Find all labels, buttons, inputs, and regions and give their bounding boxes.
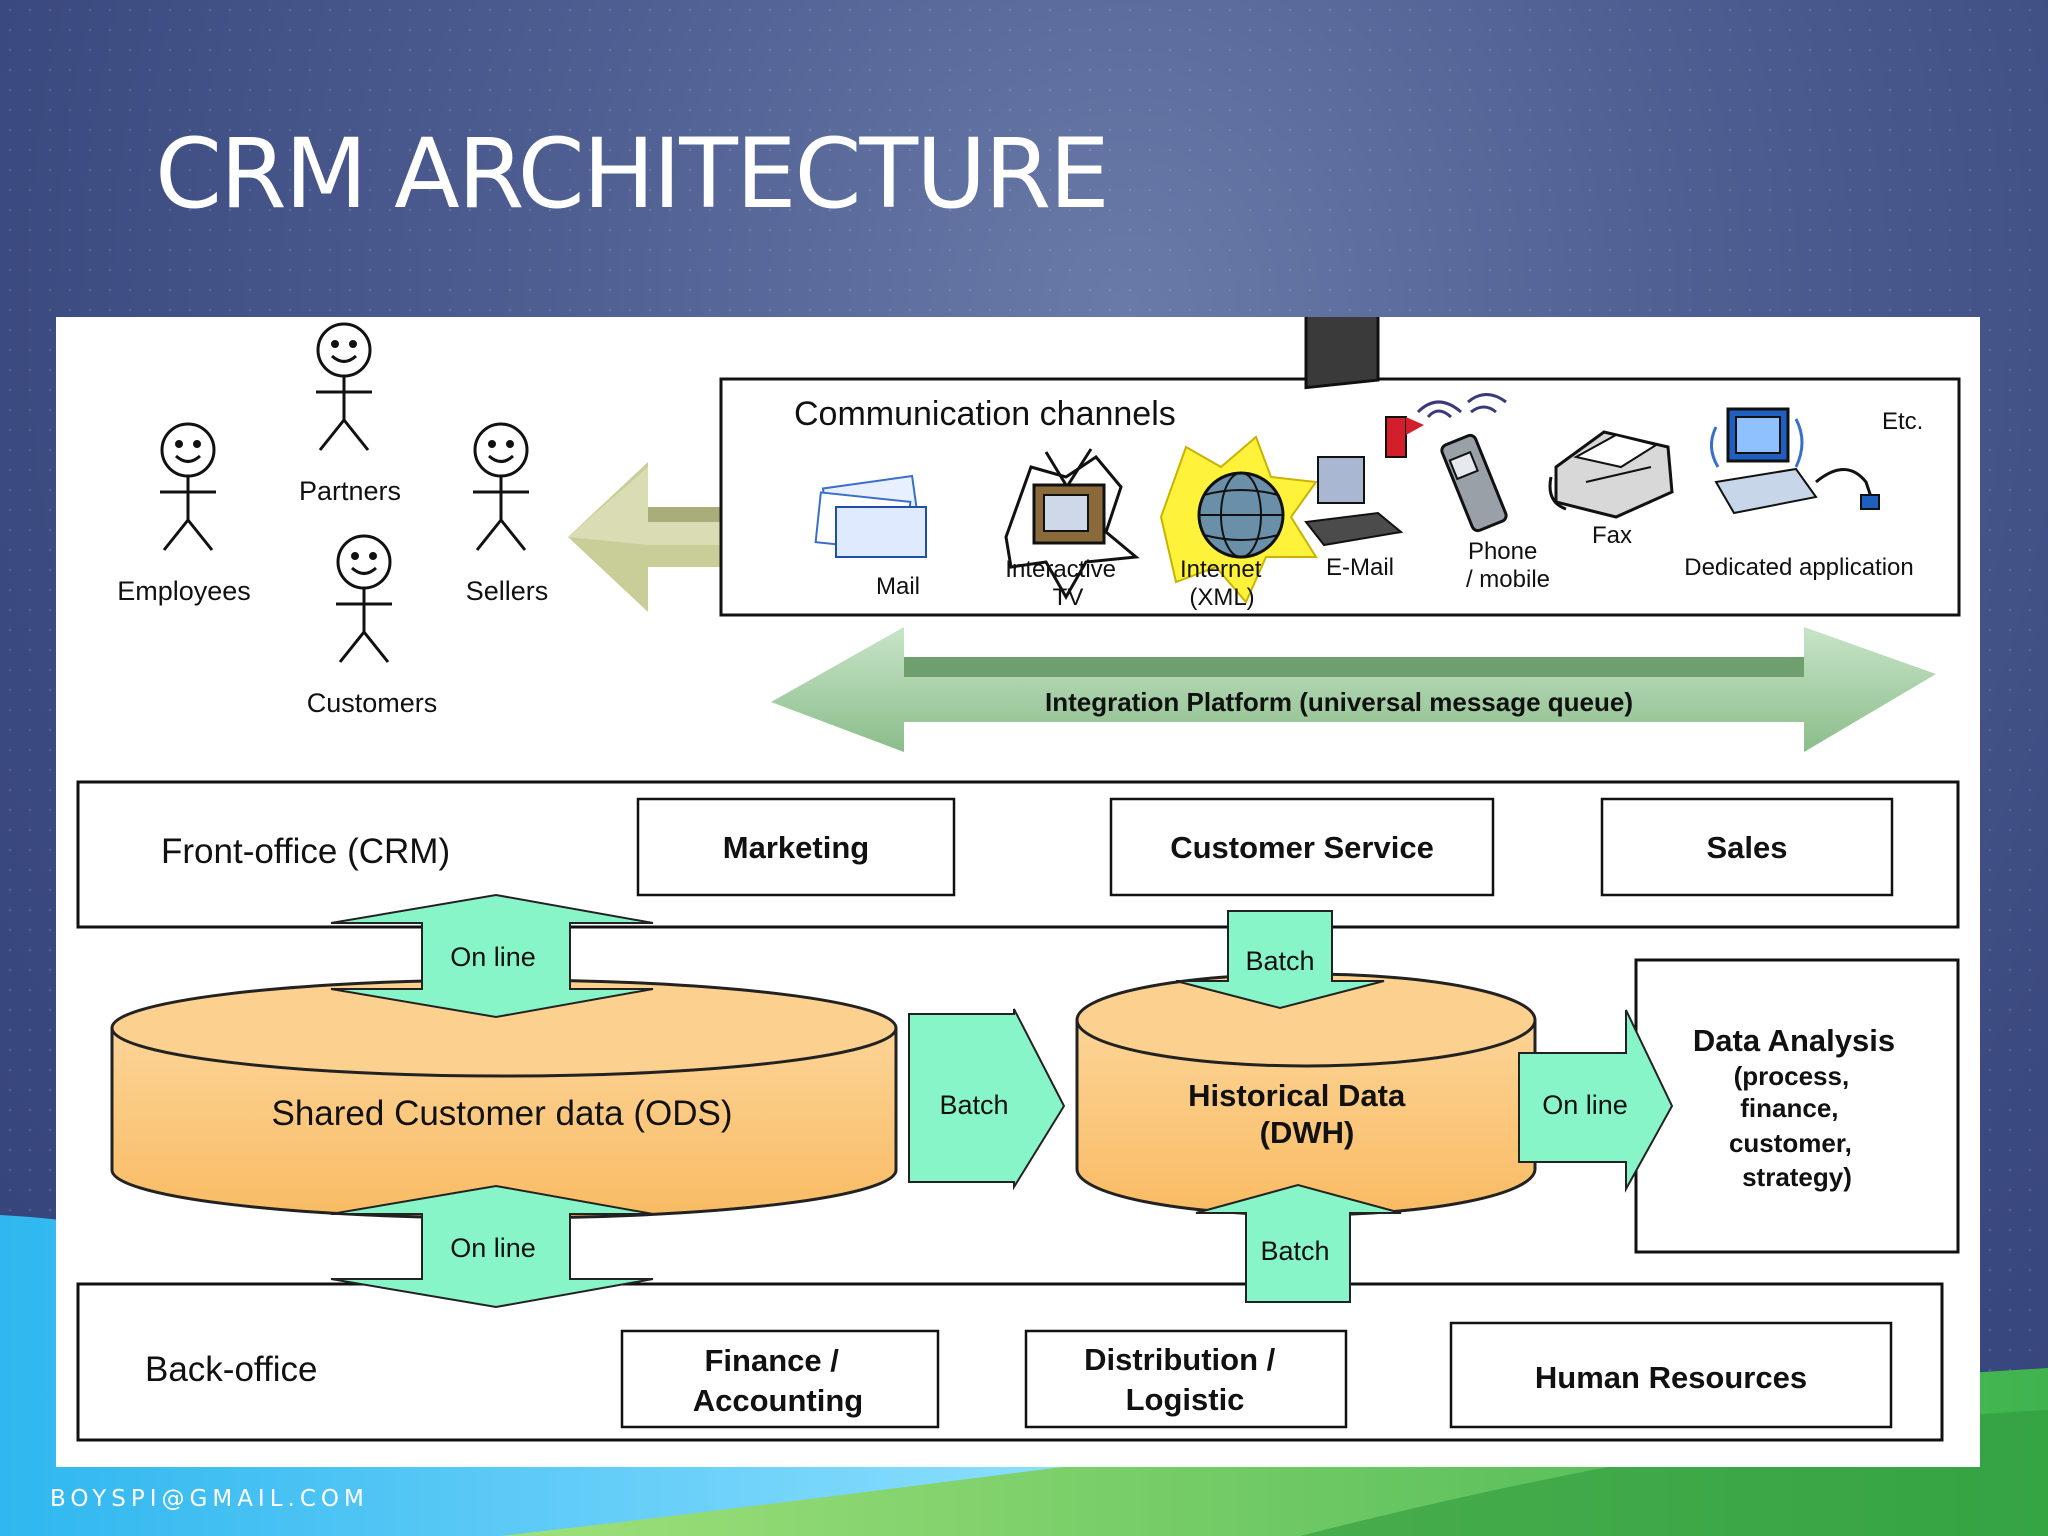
actor-label: Employees xyxy=(117,576,251,606)
slide-title: CRM ARCHITECTURE xyxy=(155,118,1110,230)
flow-label: On line xyxy=(450,1233,536,1263)
stick-figure-icon xyxy=(336,534,392,663)
flow-arrow-ods-front: On line xyxy=(330,893,654,1019)
module-label: Sales xyxy=(1706,830,1787,865)
architecture-diagram: Employees Partners xyxy=(56,298,1980,1467)
module-label: Customer Service xyxy=(1170,830,1434,865)
integration-platform-label: Integration Platform (universal message … xyxy=(1045,687,1633,717)
flow-label: Batch xyxy=(1245,946,1314,976)
flow-label: Batch xyxy=(1260,1236,1329,1266)
module-distribution-logistic: Distribution / Logistic xyxy=(1024,1329,1348,1429)
actor-label: Partners xyxy=(299,476,401,506)
actor-partners: Partners xyxy=(299,322,401,506)
flow-label: On line xyxy=(1542,1090,1628,1120)
tv-icon xyxy=(1004,448,1140,601)
module-sales: Sales xyxy=(1600,797,1894,897)
stick-figure-icon xyxy=(473,422,529,551)
actor-label: Customers xyxy=(307,688,438,718)
actor-sellers: Sellers xyxy=(466,422,549,606)
module-customer-service: Customer Service xyxy=(1109,797,1495,897)
channel-label-fax: Fax xyxy=(1592,522,1632,549)
module-label: Human Resources xyxy=(1535,1360,1807,1395)
dwh-label: Historical Data (DWH) xyxy=(1188,1078,1414,1150)
channel-label-mail: Mail xyxy=(876,573,920,600)
data-analysis-title: Data Analysis xyxy=(1693,1023,1895,1058)
fax-icon xyxy=(1548,430,1674,519)
stick-figure-icon xyxy=(316,322,372,451)
channel-label-email: E-Mail xyxy=(1326,554,1394,581)
flow-arrow-ods-dwh: Batch xyxy=(908,1008,1066,1191)
front-office-label: Front-office (CRM) xyxy=(161,832,450,871)
dwh-cylinder: Historical Data (DWH) xyxy=(1075,972,1537,1217)
workstation-icon xyxy=(1710,407,1880,515)
flow-arrow-front-dwh: Batch xyxy=(1175,910,1385,1010)
module-label: Marketing xyxy=(723,830,869,865)
mail-icon xyxy=(814,474,927,558)
module-label: Distribution / Logistic xyxy=(1084,1342,1284,1417)
channel-label-internet: Internet (XML) xyxy=(1180,556,1268,611)
data-analysis-box xyxy=(1634,958,1960,1254)
module-finance-accounting: Finance / Accounting xyxy=(620,1329,940,1429)
module-label: Finance / Accounting xyxy=(693,1343,864,1418)
flow-label: Batch xyxy=(939,1090,1008,1120)
channels-etc-label: Etc. xyxy=(1882,408,1923,435)
actor-customers: Customers xyxy=(307,534,438,718)
actor-label: Sellers xyxy=(466,576,549,606)
channel-label-phone: Phone / mobile xyxy=(1466,538,1550,593)
channel-label-tv: Interactive TV xyxy=(1005,556,1122,611)
flow-arrow-back-dwh: Batch xyxy=(1195,1183,1402,1303)
data-analysis-details: (process, finance, customer, strategy) xyxy=(1729,1061,1859,1192)
module-marketing: Marketing xyxy=(636,797,956,897)
computer-icon xyxy=(1304,298,1424,547)
channel-label-dedicated: Dedicated application xyxy=(1684,554,1914,581)
globe-icon xyxy=(1159,435,1318,604)
ods-label: Shared Customer data (ODS) xyxy=(271,1094,732,1133)
integration-platform-arrow: Integration Platform (universal message … xyxy=(771,627,1936,752)
flow-label: On line xyxy=(450,942,536,972)
flow-arrow-ods-back: On line xyxy=(330,1184,654,1309)
footer-email: BOYSPI@GMAIL.COM xyxy=(50,1486,369,1512)
stick-figure-icon xyxy=(160,422,216,551)
flow-arrow-dwh-analysis: On line xyxy=(1518,1009,1674,1193)
channels-title: Communication channels xyxy=(794,395,1176,433)
module-human-resources: Human Resources xyxy=(1449,1321,1893,1429)
actor-employees: Employees xyxy=(117,422,251,606)
back-office-label: Back-office xyxy=(145,1350,318,1389)
phone-icon xyxy=(1416,393,1508,533)
